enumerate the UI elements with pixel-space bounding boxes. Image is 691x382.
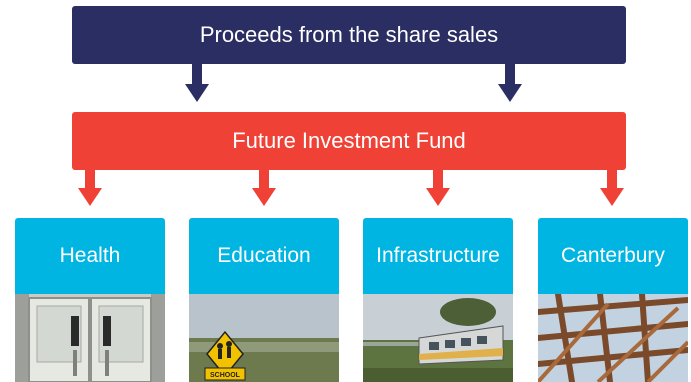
health-photo [15,294,165,382]
future-investment-fund-box: Future Investment Fund [72,112,626,170]
category-infrastructure-label: Infrastructure [363,218,513,294]
category-canterbury-label: Canterbury [538,218,688,294]
arrow-proceeds-to-fund-left [185,64,209,102]
arrow-fund-to-infrastructure [426,170,450,206]
proceeds-box: Proceeds from the share sales [72,6,626,64]
canterbury-photo [538,294,688,382]
arrow-fund-to-canterbury [600,170,624,206]
school-sign-text: SCHOOL [210,372,241,379]
proceeds-label: Proceeds from the share sales [199,22,499,47]
category-education: Education SCHOOL [189,218,339,382]
arrow-fund-to-education [252,170,276,206]
infrastructure-photo [363,294,513,382]
category-infrastructure: Infrastructure [363,218,513,382]
arrow-proceeds-to-fund-right [498,64,522,102]
arrow-fund-to-health [78,170,102,206]
category-health: Health [15,218,165,382]
category-education-label: Education [189,218,339,294]
education-photo: SCHOOL [189,294,339,382]
fund-label: Future Investment Fund [232,128,466,153]
category-health-label: Health [15,218,165,294]
category-canterbury: Canterbury [538,218,688,382]
